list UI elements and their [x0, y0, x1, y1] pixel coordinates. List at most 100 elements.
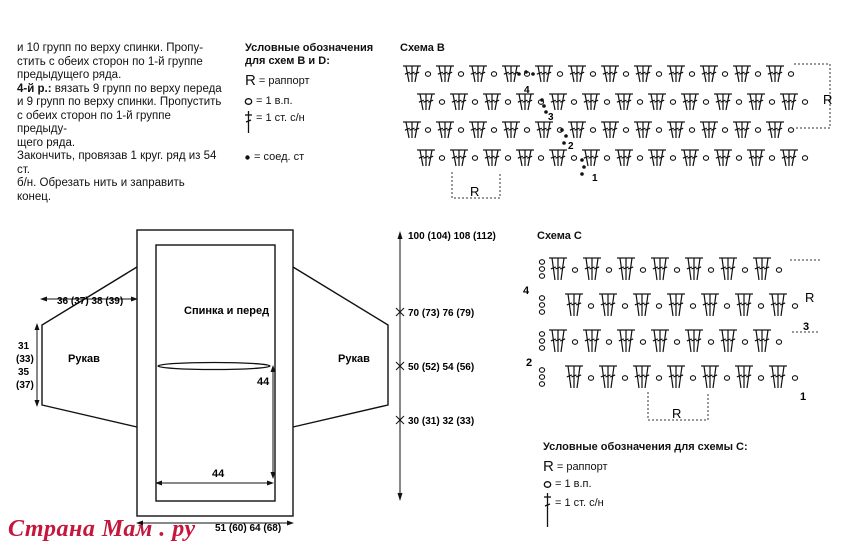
dc-stitch-mark [719, 329, 727, 353]
slip-stitch-icon [245, 154, 250, 160]
chain-stitch-mark [669, 155, 677, 161]
chain-stitch-mark [571, 339, 579, 345]
chain-stitch-mark [673, 339, 681, 345]
dc-stitch-mark [711, 365, 719, 389]
dc-stitch-mark [687, 149, 693, 166]
legend-bd-item-dc: = 1 ст. с/н [244, 110, 305, 134]
scheme-b-title: Схема В [400, 42, 445, 54]
dc-stitch-mark [695, 257, 703, 281]
chain-stitch-mark [791, 375, 799, 381]
dc-stitch-mark [766, 65, 774, 83]
dc-stitch-mark [549, 93, 557, 111]
dc-stitch-mark [456, 149, 462, 166]
dc-stitch-mark [661, 257, 669, 281]
dc-stitch-mark [599, 365, 607, 389]
dc-stitch-mark [516, 149, 524, 167]
dc-stitch-mark [589, 257, 595, 280]
dc-stitch-mark [753, 93, 759, 110]
dc-stitch-mark [685, 257, 693, 281]
bottom-width-label: 51 (60) 64 (68) [215, 523, 281, 534]
dc-stitch-mark [555, 93, 561, 110]
chain-stitch-mark [504, 155, 512, 161]
chain-stitch-mark [689, 375, 697, 381]
dc-stitch-mark [779, 365, 787, 389]
dc-stitch-mark [574, 65, 580, 82]
dc-stitch-mark [545, 65, 553, 83]
dc-stitch-mark [743, 121, 751, 139]
slip-stitch-mark [540, 98, 544, 102]
dc-stitch-mark [621, 149, 627, 166]
chain-stitch-mark [787, 71, 795, 77]
dc-stitch-mark [605, 365, 611, 388]
dc-stitch-mark [615, 93, 623, 111]
dc-stitch-mark [522, 93, 528, 110]
dc-stitch-mark [609, 293, 617, 317]
chain-stitch-mark [587, 375, 595, 381]
chain-stitch-mark [457, 127, 465, 133]
slip-stitch-mark [524, 70, 528, 74]
body-label: Спинка и перед [184, 305, 269, 317]
sleeve-right-label: Рукав [338, 353, 370, 365]
dc-stitch-mark [687, 93, 693, 110]
dc-stitch-mark [446, 121, 454, 139]
chain-stitch-mark [775, 339, 783, 345]
dc-stitch-mark [775, 293, 781, 316]
chain-stitch-mark [538, 345, 546, 351]
dc-stitch-mark [729, 329, 737, 353]
dc-stitch-mark [409, 65, 415, 82]
chain-stitch-mark [655, 71, 663, 77]
dc-stitch-mark [493, 93, 501, 111]
dc-stitch-mark [661, 329, 669, 353]
chain-stitch-mark [571, 267, 579, 273]
sleeve-height-label: (37) [16, 380, 34, 391]
dc-stitch-mark [593, 329, 601, 353]
slip-stitch-mark [560, 128, 564, 132]
legend-label: = соед. ст [254, 151, 305, 163]
dc-stitch-mark [735, 365, 743, 389]
dc-stitch-mark [667, 365, 675, 389]
dc-stitch-mark [574, 121, 580, 138]
dc-stitch-mark [592, 149, 600, 167]
chain-stitch-mark [723, 303, 731, 309]
chain-stitch-mark [457, 71, 465, 77]
dc-stitch-mark [745, 293, 753, 317]
dc-stitch-mark [695, 329, 703, 353]
repeat-label-bottom: R [470, 184, 479, 199]
chain-stitch-mark [605, 339, 613, 345]
slip-stitch-mark [517, 72, 521, 76]
chain-stitch-mark [603, 155, 611, 161]
chain-stitch-mark [538, 259, 546, 265]
chain-stitch-icon [543, 480, 552, 488]
legend-bd-item-chain: = 1 в.п. [244, 95, 293, 107]
repeat-symbol: R [543, 458, 554, 475]
chain-stitch-mark [735, 155, 743, 161]
dc-stitch-mark [753, 329, 761, 353]
row-number: 2 [526, 357, 532, 369]
dc-stitch-mark [588, 149, 594, 166]
dc-stitch-mark [593, 257, 601, 281]
dc-stitch-mark [625, 149, 633, 167]
row-number: 1 [800, 391, 806, 403]
legend-bd-item-repeat: R = раппорт [245, 72, 310, 89]
dc-stitch-mark [643, 365, 651, 389]
dc-stitch-mark [555, 329, 561, 352]
dc-stitch-mark [617, 329, 625, 353]
dc-stitch-mark [786, 149, 792, 166]
dc-stitch-mark [611, 65, 619, 83]
dc-stitch-mark [446, 65, 454, 83]
dc-stitch-mark [741, 293, 747, 316]
dc-stitch-mark [427, 93, 435, 111]
chain-stitch-mark [673, 267, 681, 273]
chain-stitch-mark [754, 127, 762, 133]
sleeve-width-label: 36 (37) 38 (39) [57, 296, 123, 307]
dc-stitch-mark [772, 121, 778, 138]
dc-stitch-mark [417, 149, 425, 167]
dc-stitch-mark [601, 121, 609, 139]
dc-stitch-mark [582, 93, 590, 111]
dc-stitch-mark [745, 365, 753, 389]
body-outline [136, 229, 294, 517]
slip-stitch-mark [531, 72, 535, 76]
repeat-label: R [805, 290, 814, 305]
right-sleeve-outline [292, 266, 389, 428]
dc-stitch-mark [545, 121, 553, 139]
